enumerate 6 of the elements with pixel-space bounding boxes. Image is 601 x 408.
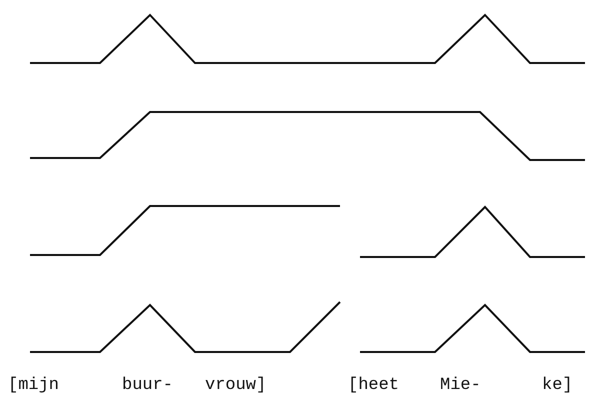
syllable-label: vrouw] [205,376,266,395]
syllable-label: Mie- [440,376,481,395]
syllable-label: buur- [122,376,174,395]
syllable-label: [heet [348,376,400,395]
syllable-label: [mijn [8,376,60,395]
syllable-label: ke] [542,376,573,395]
